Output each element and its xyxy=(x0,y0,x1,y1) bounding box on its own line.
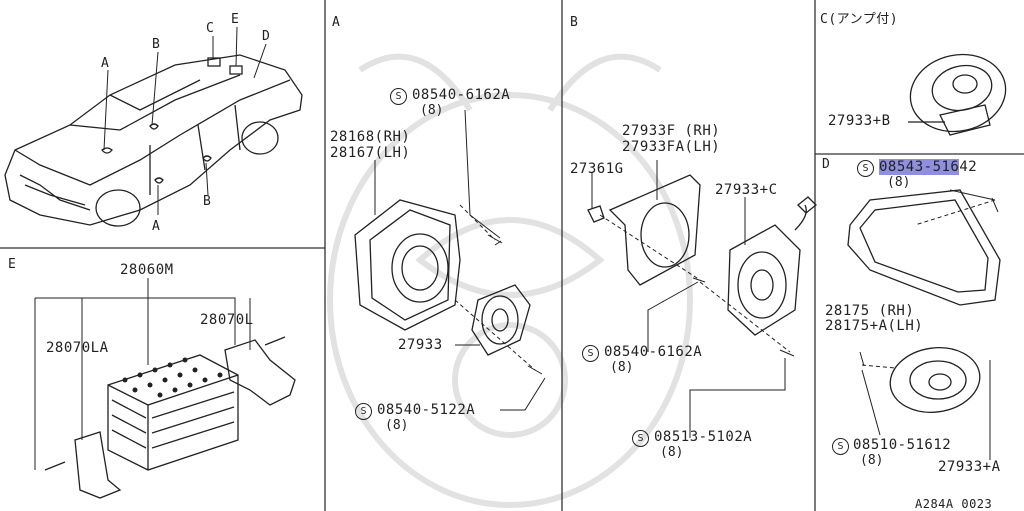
d-screws-and-leaders xyxy=(859,189,999,460)
part-number-a-speaker[interactable]: 27933 xyxy=(398,337,443,353)
s-symbol-icon: S xyxy=(390,88,407,105)
part-qty: (8) xyxy=(887,175,911,190)
car-callout-d: D xyxy=(262,29,271,44)
part-number-d-speaker[interactable]: 27933+A xyxy=(938,459,1001,475)
part-number-d-screw-bottom[interactable]: 08510-51612 xyxy=(853,437,952,453)
part-number-d-screw-top[interactable]: 08543-51642 xyxy=(879,159,978,175)
part-number-b-screw-mid[interactable]: 08540-6162A xyxy=(604,344,703,360)
part-qty: (8) xyxy=(860,453,884,468)
part-number-b-screw-bottom[interactable]: 08513-5102A xyxy=(654,429,753,445)
part-number-a-screw-top[interactable]: 08540-6162A xyxy=(412,87,511,103)
a-bracket-drawing xyxy=(354,199,461,331)
a-speaker-drawing xyxy=(471,284,531,356)
car-callout-e: E xyxy=(231,12,240,27)
panel-e-title: E xyxy=(8,257,17,272)
panel-b-title: B xyxy=(570,15,579,30)
car-outline xyxy=(4,54,303,227)
s-symbol-icon: S xyxy=(832,438,849,455)
s-symbol-icon: S xyxy=(355,403,372,420)
d-grille-drawing xyxy=(847,189,1001,306)
s-symbol-icon: S xyxy=(857,160,874,177)
car-callout-b: B xyxy=(152,37,161,52)
car-callout-c: C xyxy=(206,21,215,36)
b-screws-and-leaders xyxy=(591,160,795,438)
b-bracket-drawing xyxy=(587,174,701,286)
part-number-c-speaker[interactable]: 27933+B xyxy=(828,113,891,129)
part-number-b-clip[interactable]: 27361G xyxy=(570,161,624,177)
part-qty: (8) xyxy=(660,445,684,460)
s-symbol-icon: S xyxy=(632,430,649,447)
a-screws-and-leaders xyxy=(374,109,546,411)
b-speaker-drawing xyxy=(727,196,817,336)
part-qty: (8) xyxy=(385,418,409,433)
part-qty: (8) xyxy=(420,103,444,118)
part-number-b-speaker[interactable]: 27933+C xyxy=(715,182,778,198)
part-number-highlight: 08543-516 xyxy=(879,159,960,175)
c-speaker-drawing xyxy=(908,53,1007,136)
part-number-b-bracket-lh[interactable]: 27933FA(LH) xyxy=(622,139,721,155)
part-number-d-grille-lh[interactable]: 28175+A(LH) xyxy=(825,318,924,334)
diagram-code: A284A 0023 xyxy=(915,497,993,511)
part-number-a-bracket-lh[interactable]: 28167(LH) xyxy=(330,145,411,161)
car-callout-a-lower: A xyxy=(152,219,161,234)
watermark-emblem xyxy=(327,53,693,508)
car-callout-b-lower: B xyxy=(203,194,212,209)
part-number-a-screw-bottom[interactable]: 08540-5122A xyxy=(377,402,476,418)
part-number-a-bracket-rh[interactable]: 28168(RH) xyxy=(330,129,411,145)
part-qty: (8) xyxy=(610,360,634,375)
part-number-e-bracket-l[interactable]: 28070LA xyxy=(46,340,109,356)
panel-c-title: C(アンプ付) xyxy=(820,12,899,27)
d-speaker-drawing xyxy=(889,347,981,413)
part-number-b-bracket-rh[interactable]: 27933F (RH) xyxy=(622,123,721,139)
e-leader-lines xyxy=(34,278,251,470)
panel-d-title: D xyxy=(822,157,831,172)
part-number-e-amp[interactable]: 28060M xyxy=(120,262,174,278)
part-number-suffix: 42 xyxy=(959,159,978,175)
car-callout-lines xyxy=(103,26,267,215)
panel-a-title: A xyxy=(332,15,341,30)
amplifier-drawing xyxy=(44,336,296,499)
part-number-d-grille-rh[interactable]: 28175 (RH) xyxy=(825,303,915,319)
s-symbol-icon: S xyxy=(582,345,599,362)
car-callout-a: A xyxy=(101,56,110,71)
amplifier-vents xyxy=(122,357,223,398)
part-number-e-bracket-r[interactable]: 28070L xyxy=(200,312,254,328)
